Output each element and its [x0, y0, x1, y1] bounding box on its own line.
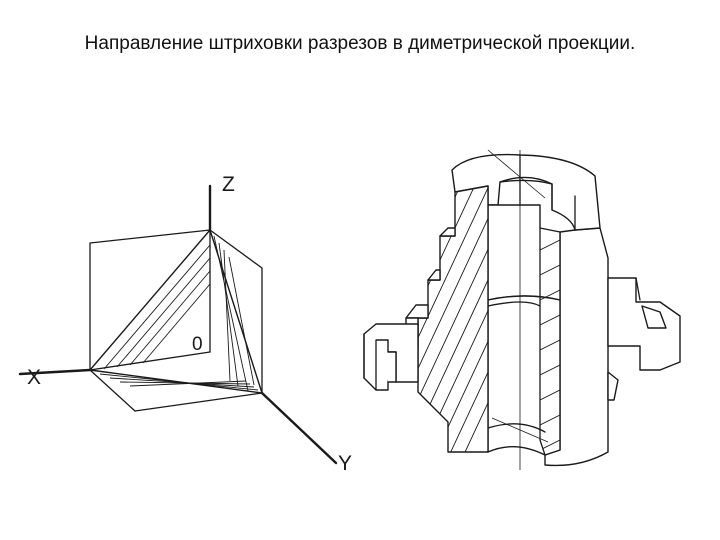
inner-bore-lower [487, 295, 561, 456]
inner-bore [487, 204, 561, 301]
cube-bottom-edge-2 [134, 392, 263, 412]
right-lug-slot [641, 305, 667, 329]
left-step-middle [427, 269, 441, 281]
hatch-xz-plane [103, 244, 211, 370]
center-axis-lower [491, 417, 549, 443]
bottom-skirt [607, 371, 619, 401]
axis-y-label: Y [338, 452, 352, 475]
origin-label: 0 [192, 334, 203, 355]
hatch-xy-plane [99, 373, 259, 391]
slide-title: Направление штриховки разрезов в диметри… [84, 33, 636, 54]
right-section-hatching [540, 229, 560, 455]
left-lug-slot [376, 339, 397, 383]
left-step-upper [439, 227, 456, 237]
axis-ox-inner [89, 351, 211, 371]
sectioned-part-drawing [363, 149, 681, 470]
left-step-lower [405, 304, 429, 319]
hatch-zy-plane [213, 235, 255, 392]
dimetric-cube-diagram: Z X Y 0 [18, 173, 352, 475]
center-axis-upper [487, 149, 546, 199]
left-section-face [417, 185, 489, 453]
cube-bottom-edge [89, 369, 136, 412]
axis-x [18, 368, 92, 376]
axis-z-label: Z [222, 173, 235, 196]
axis-x-label: X [27, 366, 41, 389]
axis-y [260, 391, 338, 465]
right-lug [607, 277, 681, 371]
